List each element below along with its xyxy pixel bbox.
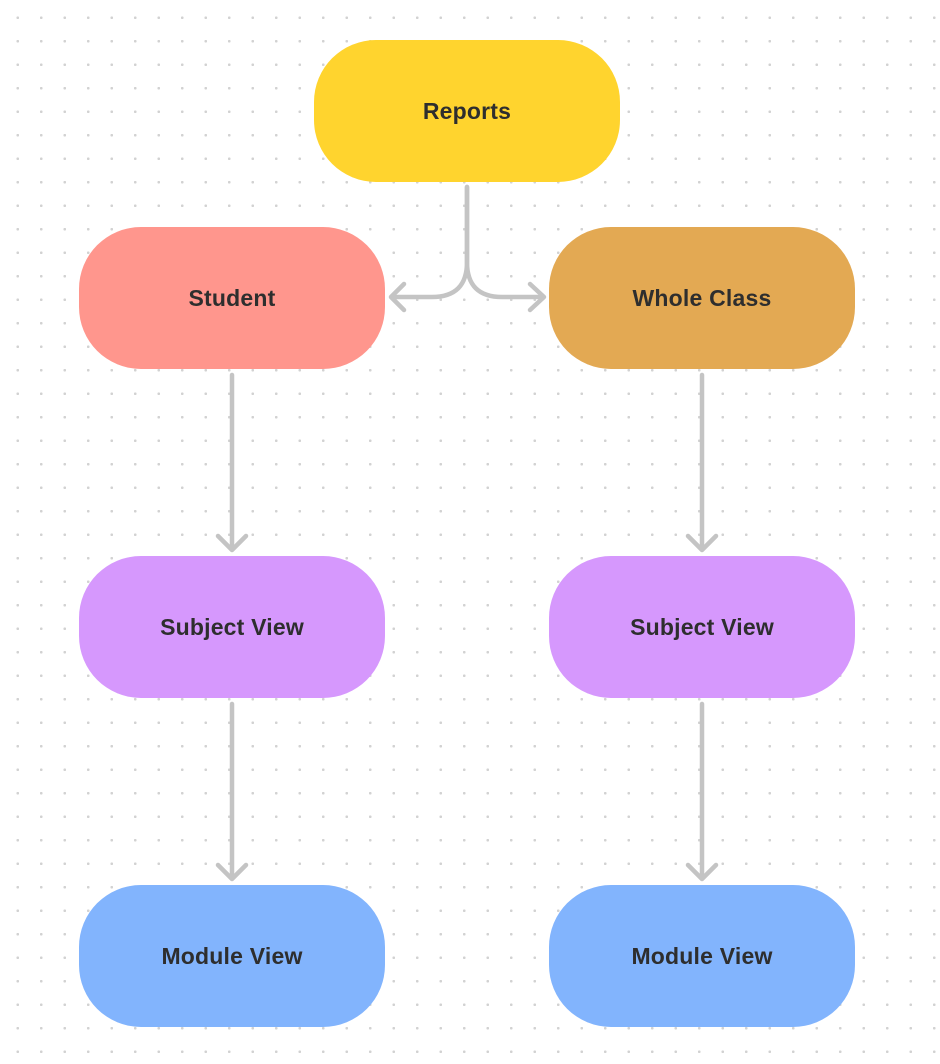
class-module-view-label: Module View — [631, 942, 773, 969]
arrowhead-student-module-view — [215, 862, 249, 882]
reports-node[interactable]: Reports — [314, 40, 620, 182]
student-module-view-label: Module View — [161, 942, 303, 969]
class-subject-view-label: Subject View — [630, 613, 774, 640]
arrowhead-class-module-view — [685, 862, 719, 882]
reports-label: Reports — [422, 97, 512, 124]
student-subject-view-node[interactable]: Subject View — [79, 556, 385, 698]
student-subject-view-label: Subject View — [160, 613, 304, 640]
student-node[interactable]: Student — [79, 227, 385, 369]
arrowhead-whole-class — [527, 281, 547, 313]
connector-reports-to-student — [389, 184, 470, 300]
student-module-view-node[interactable]: Module View — [79, 885, 385, 1027]
whole-class-node[interactable]: Whole Class — [549, 227, 855, 369]
whole-class-label: Whole Class — [632, 284, 772, 311]
arrowhead-student — [388, 281, 407, 313]
class-subject-view-node[interactable]: Subject View — [549, 556, 855, 698]
student-label: Student — [188, 284, 276, 311]
arrowhead-student-subject-view — [215, 533, 249, 553]
arrowhead-class-subject-view — [685, 533, 719, 553]
connector-reports-to-whole-class — [464, 184, 546, 300]
class-module-view-node[interactable]: Module View — [549, 885, 855, 1027]
